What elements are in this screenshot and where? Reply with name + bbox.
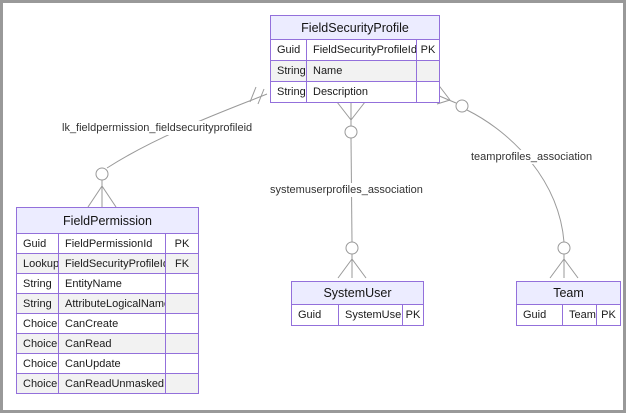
attribute-type: Choice bbox=[16, 313, 59, 334]
attribute-key bbox=[165, 333, 199, 354]
attribute-key: PK bbox=[165, 233, 199, 254]
entity-title: SystemUser bbox=[290, 281, 425, 305]
attribute-key bbox=[165, 353, 199, 374]
entity-title: FieldSecurityProfile bbox=[269, 15, 441, 40]
attribute-type: String bbox=[16, 273, 59, 294]
entity-table: SystemUserGuidSystemUserIdPK bbox=[290, 281, 425, 326]
attribute-key bbox=[165, 293, 199, 314]
attribute-name: CanRead bbox=[58, 333, 166, 354]
attribute-name: SystemUserId bbox=[338, 304, 403, 326]
attribute-key bbox=[415, 60, 441, 82]
attribute-key: PK bbox=[595, 304, 622, 326]
attribute-name: FieldSecurityProfileId bbox=[306, 39, 417, 61]
attribute-type: Guid bbox=[516, 304, 563, 326]
attribute-type: String bbox=[270, 60, 307, 82]
attribute-key: PK bbox=[401, 304, 425, 326]
attribute-type: Choice bbox=[16, 373, 59, 394]
relationship-label: systemuserprofiles_association bbox=[269, 183, 424, 197]
attribute-name: CanUpdate bbox=[58, 353, 166, 374]
relationship-connector-systemuser bbox=[336, 101, 367, 279]
exactly-one-icon bbox=[249, 86, 265, 105]
attribute-key bbox=[165, 273, 199, 294]
attribute-row: GuidSystemUserIdPK bbox=[291, 304, 425, 326]
zero-or-many-icon bbox=[336, 101, 366, 139]
entity-systemuser[interactable]: SystemUserGuidSystemUserIdPK bbox=[290, 281, 425, 326]
attribute-type: Guid bbox=[291, 304, 339, 326]
attribute-type: Lookup bbox=[16, 253, 59, 274]
zero-or-many-icon bbox=[337, 241, 367, 279]
relationship-label: lk_fieldpermission_fieldsecurityprofilei… bbox=[61, 121, 254, 135]
attribute-name: EntityName bbox=[58, 273, 166, 294]
attribute-name: FieldSecurityProfileId bbox=[58, 253, 166, 274]
entity-team[interactable]: TeamGuidTeamIDPK bbox=[515, 281, 622, 326]
attribute-key: FK bbox=[165, 253, 199, 274]
attribute-key bbox=[165, 313, 199, 334]
relationship-label: teamprofiles_association bbox=[470, 150, 594, 164]
relationship-lines bbox=[87, 82, 579, 279]
zero-or-many-icon bbox=[549, 241, 579, 279]
attribute-type: Choice bbox=[16, 353, 59, 374]
zero-or-many-icon bbox=[436, 82, 469, 113]
relationship-connector-team bbox=[436, 82, 579, 279]
attribute-name: CanReadUnmasked bbox=[58, 373, 166, 394]
attribute-type: Guid bbox=[16, 233, 59, 254]
attribute-name: AttributeLogicalName bbox=[58, 293, 166, 314]
attribute-row: GuidTeamIDPK bbox=[516, 304, 622, 326]
attribute-name: Description bbox=[306, 81, 417, 103]
attribute-key bbox=[165, 373, 199, 394]
attribute-key: PK bbox=[415, 39, 441, 61]
attribute-name: TeamID bbox=[562, 304, 597, 326]
zero-or-many-icon bbox=[87, 167, 117, 208]
entity-title: Team bbox=[515, 281, 622, 305]
attribute-type: Choice bbox=[16, 333, 59, 354]
attribute-name: Name bbox=[306, 60, 417, 82]
relationship-connector-fieldpermission bbox=[87, 86, 268, 208]
entity-title: FieldPermission bbox=[16, 207, 199, 234]
attribute-type: Guid bbox=[270, 39, 307, 61]
entity-table: TeamGuidTeamIDPK bbox=[515, 281, 622, 326]
attribute-type: String bbox=[16, 293, 59, 314]
attribute-name: CanCreate bbox=[58, 313, 166, 334]
attribute-key bbox=[415, 81, 441, 103]
attribute-name: FieldPermissionId bbox=[58, 233, 166, 254]
attribute-type: String bbox=[270, 81, 307, 103]
